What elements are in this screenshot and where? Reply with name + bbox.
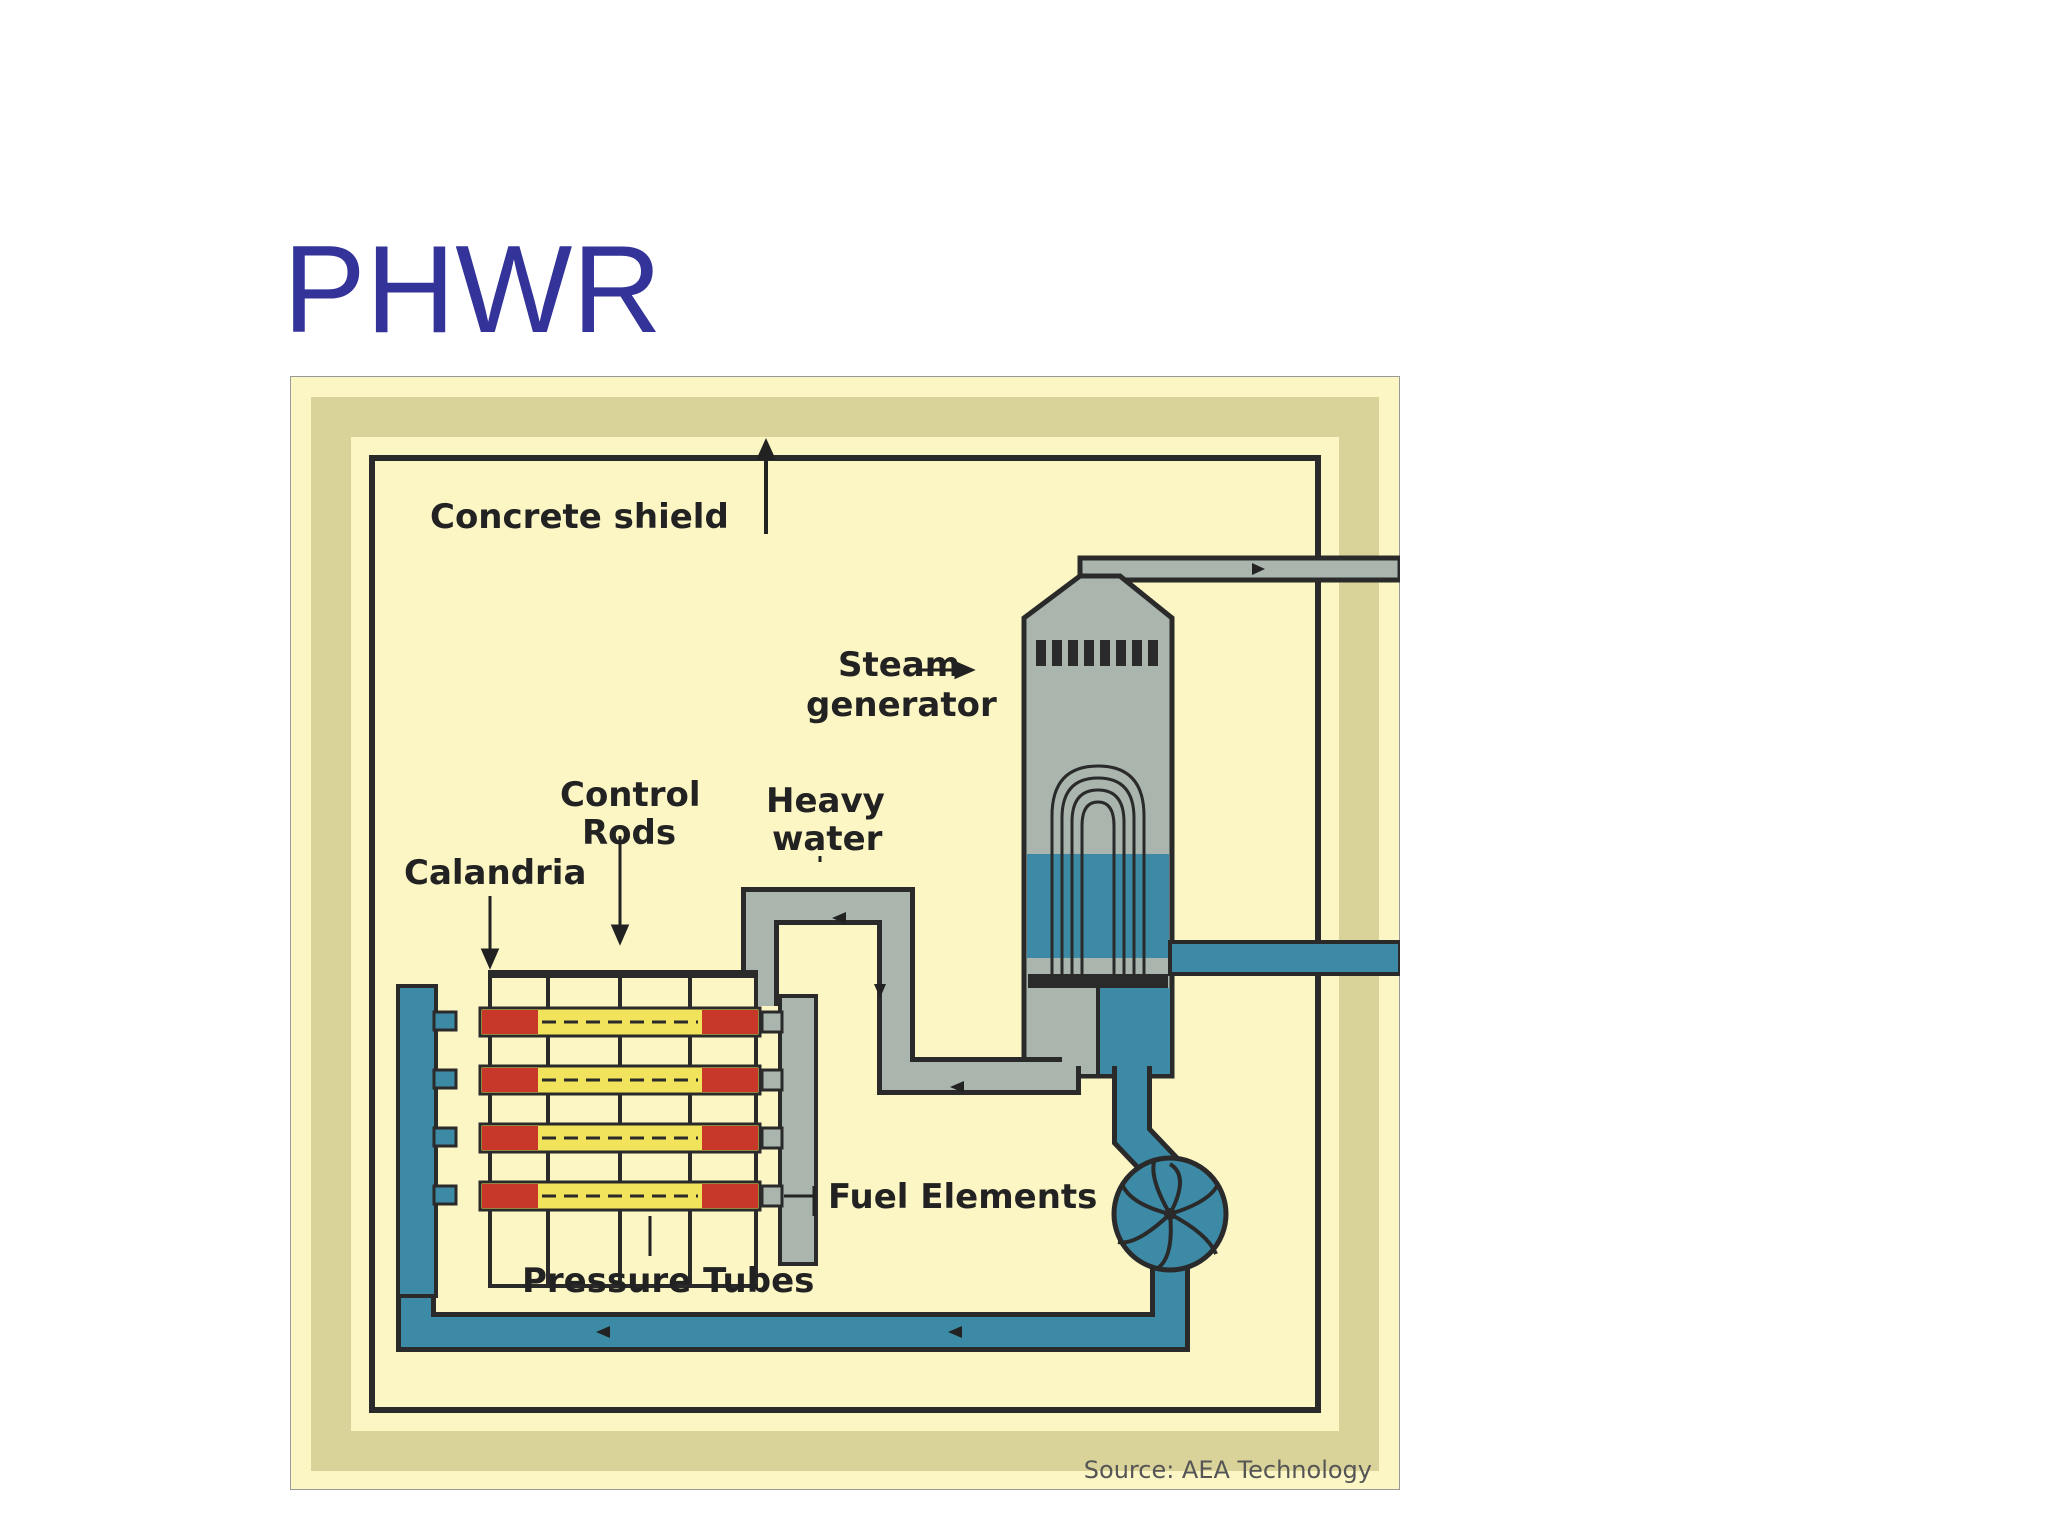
label-arrows	[480, 660, 976, 1256]
steam-outlet-pipe	[1077, 555, 1400, 583]
feedwater-pipe	[1168, 940, 1400, 976]
label-source: Source: AEA Technology	[1084, 1456, 1372, 1484]
phwr-schematic: Concrete shield Steam generator Control …	[290, 376, 1400, 1490]
inlet-header	[396, 984, 458, 1298]
slide-title: PHWR	[283, 221, 662, 359]
label-steam-generator-2: generator	[806, 685, 997, 725]
label-calandria: Calandria	[404, 853, 586, 893]
label-heavy-water-2: water	[772, 819, 883, 859]
label-control-rods-1: Control	[560, 775, 701, 815]
label-steam-generator-1: Steam	[838, 645, 960, 685]
coolant-pump	[1111, 1155, 1229, 1273]
label-heavy-water-1: Heavy	[766, 781, 885, 821]
pressure-tubes	[478, 1006, 762, 1212]
heavy-water-loop	[741, 887, 1081, 1095]
phwr-diagram: Concrete shield Steam generator Control …	[290, 376, 1400, 1490]
outlet-header	[760, 994, 818, 1266]
pressure-tube	[478, 1180, 762, 1212]
steam-generator	[1021, 573, 1175, 1079]
label-control-rods-2: Rods	[582, 813, 676, 853]
label-pressure-tubes: Pressure Tubes	[522, 1261, 814, 1301]
label-fuel-elements: Fuel Elements	[828, 1177, 1097, 1217]
pressure-tube	[478, 1064, 762, 1096]
label-concrete-shield: Concrete shield	[430, 497, 729, 537]
shield-arrow	[756, 438, 776, 534]
